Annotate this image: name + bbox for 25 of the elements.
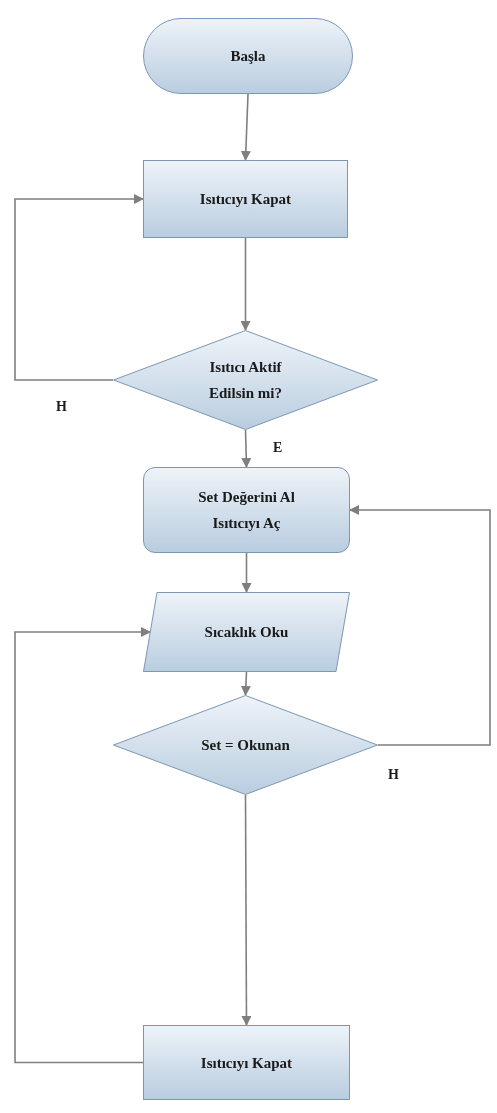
arrow xyxy=(241,552,252,593)
node-label: Başla xyxy=(230,47,266,66)
decision-diamond xyxy=(113,695,378,795)
node-label: Isıtıcı Aktif Edilsin mi? xyxy=(208,358,283,403)
arrow xyxy=(240,671,251,696)
arrow xyxy=(14,194,144,381)
arrow xyxy=(14,627,151,1064)
arrow xyxy=(241,429,252,468)
edge-label: H xyxy=(55,400,68,414)
edge-label: E xyxy=(272,441,284,455)
input-parallelogram xyxy=(143,592,350,672)
node-label: Sıcaklık Oku xyxy=(204,623,289,642)
arrow xyxy=(240,93,251,161)
process-box xyxy=(143,467,350,553)
arrow xyxy=(240,237,251,331)
edge-label: H xyxy=(387,768,400,782)
decision-diamond xyxy=(113,330,378,430)
node-label: Isıtıcıyı Kapat xyxy=(200,1053,293,1073)
process-box xyxy=(143,1025,350,1100)
arrow xyxy=(241,794,252,1026)
arrow xyxy=(349,505,491,746)
node-label: Isıtıcıyı Kapat xyxy=(199,190,292,209)
node-label: Set Değerini Al Isıtıcıyı Aç xyxy=(197,488,296,533)
node-label: Set = Okunan xyxy=(201,736,290,755)
process-box xyxy=(143,160,348,238)
